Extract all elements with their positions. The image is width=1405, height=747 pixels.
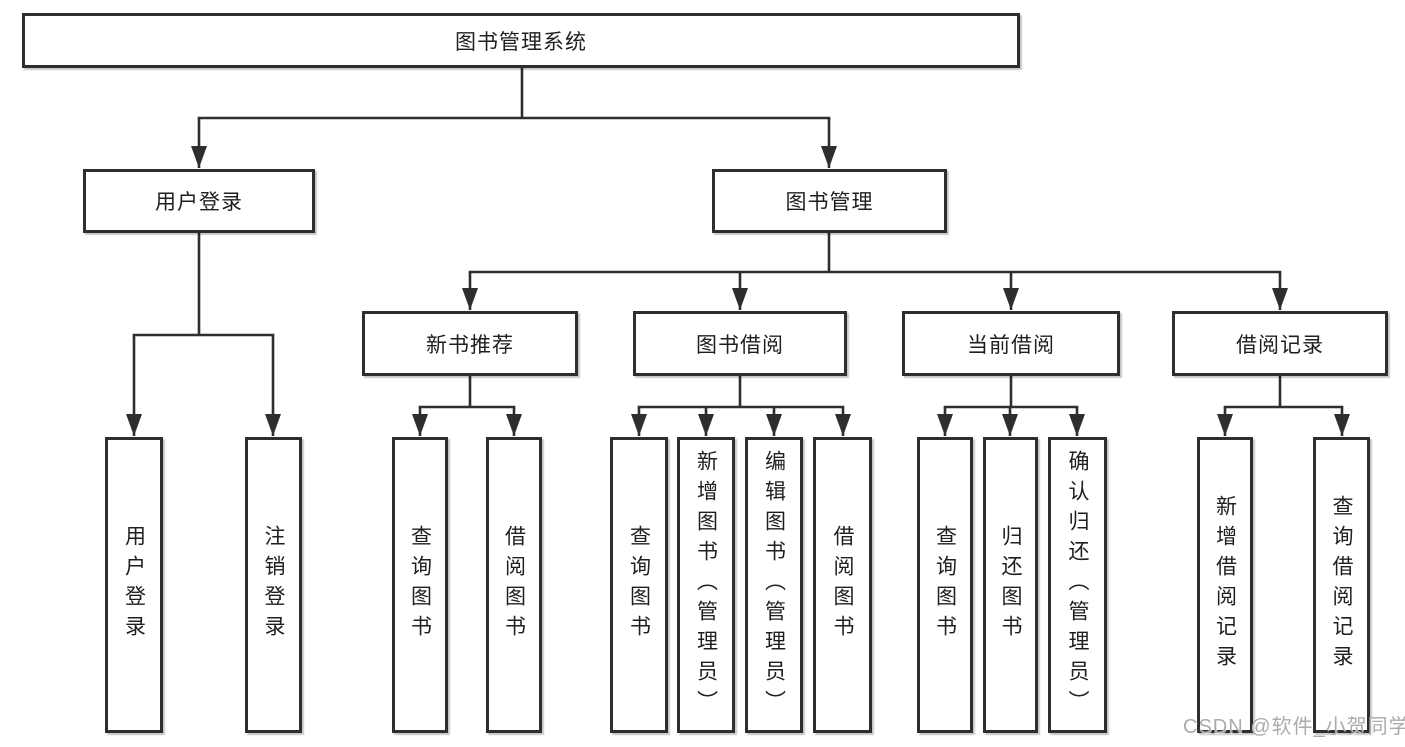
csdn-watermark: CSDN @软件_小贺同学 [1183,716,1405,738]
leaf-record-query: 查询借阅记录 [1313,437,1370,733]
node-book-management-label: 图书管理 [785,191,874,214]
leaf-record-query-label: 查询借阅记录 [1330,495,1353,675]
leaf-record-add: 新增借阅记录 [1197,437,1253,733]
connector-arrows [126,118,1350,436]
leaf-current-query-label: 查询图书 [933,525,957,645]
leaf-return-book: 归还图书 [983,437,1038,733]
leaf-borrow-query: 查询图书 [610,437,668,733]
node-new-book-recommend-label: 新书推荐 [426,333,514,357]
leaf-borrow-book-label: 借阅图书 [831,525,854,645]
leaf-logout-label: 注销登录 [262,525,285,645]
leaf-confirm-return-admin: 确认归还（管理员） [1048,437,1107,733]
leaf-newbook-borrow-label: 借阅图书 [502,525,526,645]
leaf-borrow-query-label: 查询图书 [627,525,651,645]
node-root: 图书管理系统 [22,13,1020,68]
leaf-borrow-add-admin-label: 新增图书（管理员） [694,450,718,720]
leaf-current-query: 查询图书 [917,437,973,733]
leaf-borrow-edit-admin-label: 编辑图书（管理员） [762,450,786,720]
leaf-borrow-book: 借阅图书 [813,437,872,733]
node-current-borrow: 当前借阅 [902,311,1120,376]
leaf-newbook-query-label: 查询图书 [408,525,432,645]
node-user-login-label: 用户登录 [155,191,243,214]
leaf-borrow-edit-admin: 编辑图书（管理员） [745,437,803,733]
leaf-newbook-query: 查询图书 [392,437,448,733]
node-new-book-recommend: 新书推荐 [362,311,578,376]
leaf-user-login-label: 用户登录 [122,525,146,645]
node-root-label: 图书管理系统 [455,30,587,54]
node-book-borrow-label: 图书借阅 [696,333,784,357]
leaf-confirm-return-admin-label: 确认归还（管理员） [1066,450,1089,720]
node-user-login: 用户登录 [83,169,315,233]
node-book-borrow: 图书借阅 [633,311,847,376]
leaf-logout: 注销登录 [245,437,302,733]
connector-trunks [132,66,1344,409]
leaf-return-book-label: 归还图书 [999,525,1022,645]
leaf-borrow-add-admin: 新增图书（管理员） [677,437,735,733]
node-current-borrow-label: 当前借阅 [967,333,1055,357]
node-borrow-record-label: 借阅记录 [1236,333,1324,357]
leaf-newbook-borrow: 借阅图书 [486,437,542,733]
node-borrow-record: 借阅记录 [1172,311,1388,376]
leaf-record-add-label: 新增借阅记录 [1213,495,1237,675]
leaf-user-login: 用户登录 [105,437,163,733]
node-book-management: 图书管理 [712,169,947,233]
